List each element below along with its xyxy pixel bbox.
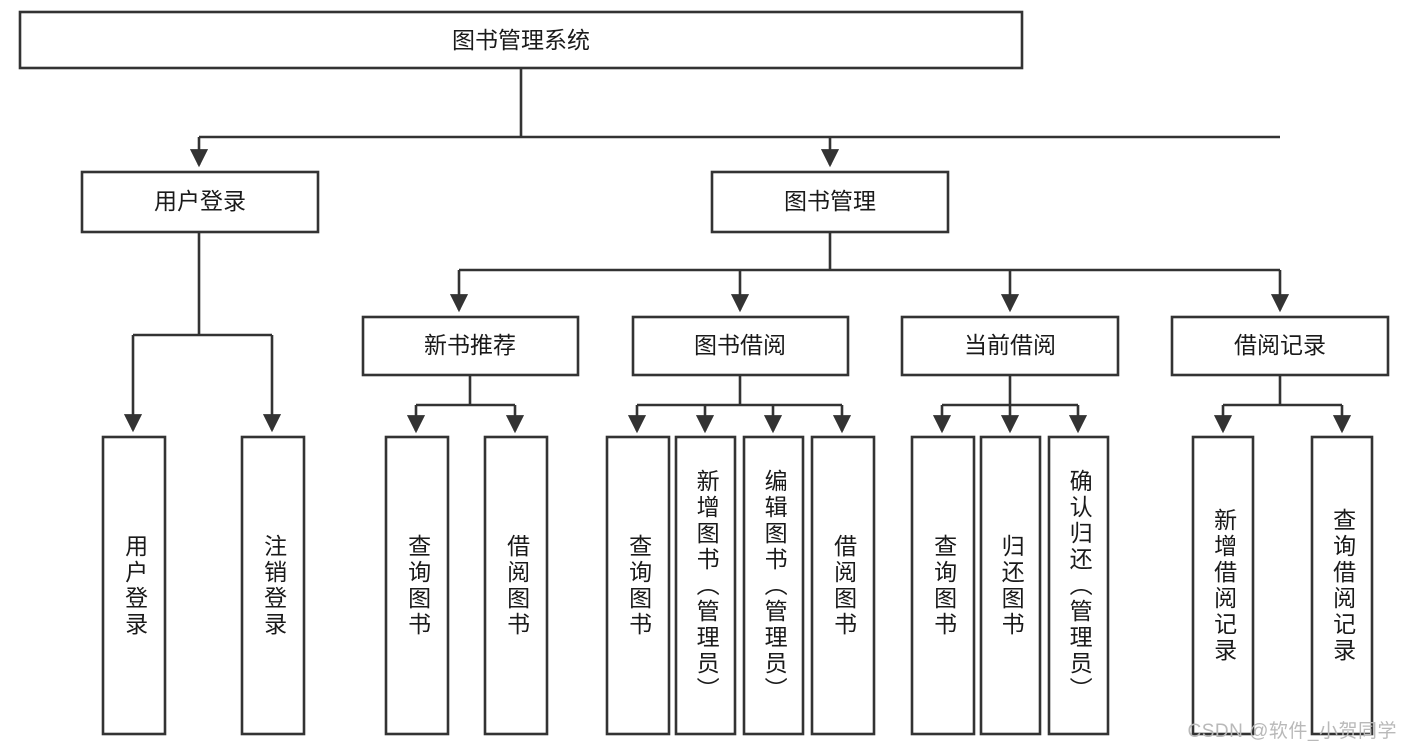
node-root-label: 图书管理系统 [452,27,590,53]
leaf-box-edit-book[interactable] [742,435,805,736]
leaf-box-add-book[interactable] [674,435,737,736]
leaf-box-user-login[interactable] [101,435,167,736]
leaf-box-confirm-return[interactable] [1047,435,1110,736]
leaf-box-query-book-3[interactable] [910,435,976,736]
leaf-box-query-book-1[interactable] [384,435,450,736]
edge-root-to-level2 [189,68,1280,168]
edge-borrowrecord-to-leaves [1213,375,1352,434]
leaf-box-query-record[interactable] [1310,435,1374,736]
node-book-management-label: 图书管理 [784,188,876,214]
leaf-box-borrow-book-1[interactable] [483,435,549,736]
node-new-book-recommend-label: 新书推荐 [424,332,516,358]
leaf-box-borrow-book-2[interactable] [810,435,876,736]
node-user-login[interactable] [80,170,320,234]
node-borrow-record-label: 借阅记录 [1234,332,1326,358]
node-new-book-recommend[interactable] [361,315,580,377]
node-current-borrow-label: 当前借阅 [964,332,1056,358]
leaf-box-return-book[interactable] [979,435,1042,736]
node-book-management[interactable] [710,170,950,234]
node-user-login-label: 用户登录 [154,188,246,214]
edge-bookmanagement-to-level3 [449,232,1290,313]
edge-bookborrow-to-leaves [627,375,852,434]
node-book-borrow[interactable] [631,315,850,377]
edge-userlogin-to-leaves [123,232,282,433]
edge-newbook-to-leaves [406,375,525,434]
node-root[interactable] [18,10,1024,70]
leaf-box-logout[interactable] [240,435,306,736]
node-book-borrow-label: 图书借阅 [694,332,786,358]
node-current-borrow[interactable] [900,315,1120,377]
edge-currentborrow-to-leaves [932,375,1088,434]
watermark: CSDN @软件_小贺同学 [1187,721,1397,742]
node-borrow-record[interactable] [1170,315,1390,377]
leaf-box-query-book-2[interactable] [605,435,671,736]
leaf-box-add-record[interactable] [1191,435,1255,736]
